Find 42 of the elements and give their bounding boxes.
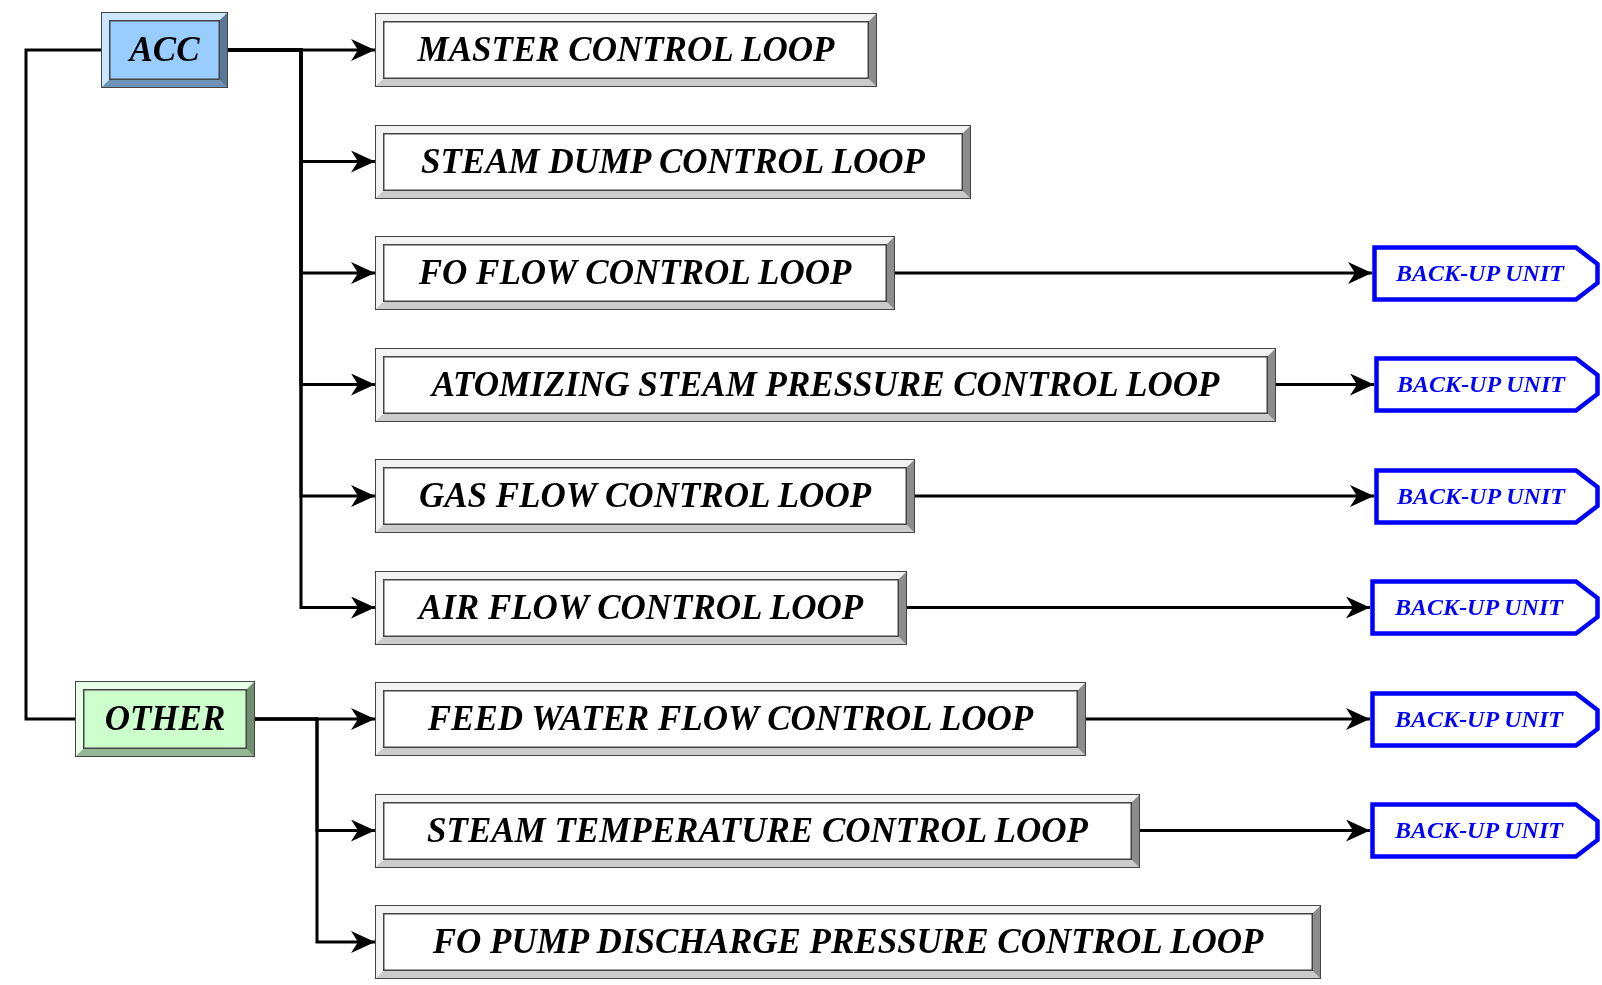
control-loop-box — [375, 682, 1086, 756]
tag-label: BACK-UP UNIT — [1395, 705, 1563, 733]
arrow — [907, 596, 1370, 619]
arrow — [255, 717, 375, 953]
control-loop-box — [375, 905, 1321, 979]
tag-label: BACK-UP UNIT — [1396, 259, 1564, 287]
box-label: FO PUMP DISCHARGE PRESSURE CONTROL LOOP — [432, 922, 1264, 962]
tag-label: BACK-UP UNIT — [1395, 594, 1563, 621]
tag-label: BACK-UP UNIT — [1397, 371, 1565, 398]
control-loop-box — [375, 13, 877, 87]
box-label: STEAM TEMPERATURE CONTROL LOOP — [427, 810, 1088, 851]
backup-unit-tag — [1372, 244, 1600, 302]
control-loop-box — [375, 793, 1140, 868]
tag-label: BACK-UP UNIT — [1395, 817, 1563, 844]
control-loop-box — [375, 347, 1276, 422]
arrow — [895, 262, 1372, 284]
tag-label: BACK-UP UNIT — [1397, 482, 1565, 510]
box-label: FO FLOW CONTROL LOOP — [418, 253, 852, 293]
arrow — [1276, 373, 1374, 396]
backup-unit-tag — [1370, 579, 1600, 636]
box-label: STEAM DUMP CONTROL LOOP — [421, 141, 925, 182]
group-box — [75, 681, 255, 757]
backup-unit-tag — [1370, 690, 1600, 748]
group-box — [101, 12, 228, 88]
control-loop-box — [375, 236, 895, 310]
control-loop-box — [375, 570, 907, 645]
box-label: GAS FLOW CONTROL LOOP — [418, 476, 872, 516]
arrow — [1086, 708, 1370, 730]
box-label: AIR FLOW CONTROL LOOP — [418, 587, 864, 628]
box-label: OTHER — [104, 699, 226, 739]
arrow — [1140, 819, 1370, 842]
backup-unit-tag — [1370, 802, 1600, 859]
box-label: FEED WATER FLOW CONTROL LOOP — [427, 699, 1034, 739]
arrow — [915, 485, 1374, 507]
box-label: MASTER CONTROL LOOP — [417, 30, 835, 70]
backup-unit-tag — [1374, 467, 1600, 525]
backup-unit-tag — [1374, 356, 1600, 413]
box-label: ATOMIZING STEAM PRESSURE CONTROL LOOP — [431, 364, 1220, 405]
connector-line — [24, 48, 101, 721]
box-label: ACC — [129, 30, 200, 70]
control-loop-box — [375, 124, 971, 199]
control-loop-box — [375, 459, 915, 533]
